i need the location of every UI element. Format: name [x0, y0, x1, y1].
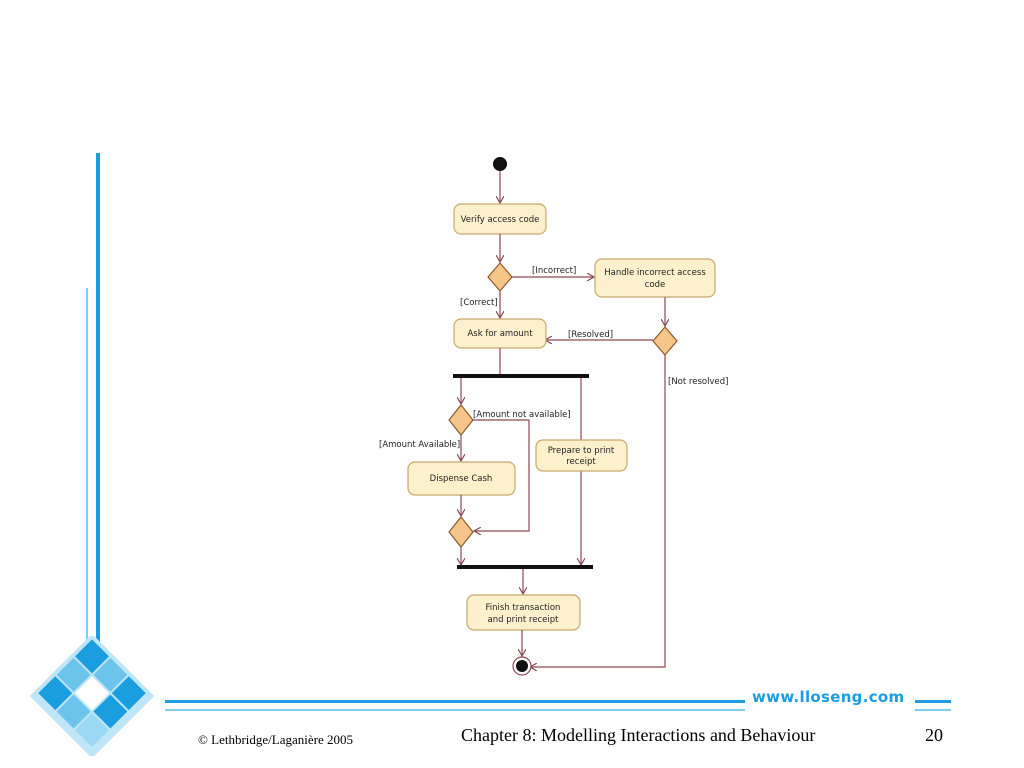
guard-amount-available: [Amount Available] [379, 440, 460, 450]
footer-page-number: 20 [925, 725, 943, 745]
activity-handle-label-line2: code [645, 280, 666, 290]
bottom-accent-thin-line [165, 709, 745, 711]
activity-ask-label: Ask for amount [467, 329, 533, 339]
guard-amount-not-available: [Amount not available] [473, 410, 571, 420]
activity-finish-label-line2: and print receipt [488, 615, 560, 625]
guard-correct: [Correct] [460, 298, 498, 308]
decision-resolved [652, 326, 678, 356]
initial-node [493, 157, 507, 171]
activity-handle-label-line1: Handle incorrect access [604, 268, 706, 278]
final-node [516, 660, 528, 672]
decision-amount [448, 404, 474, 436]
fork-bar [453, 374, 589, 378]
bottom-right-accent-thin-line [915, 709, 951, 711]
left-accent-thin-line [86, 288, 88, 658]
merge-node [448, 516, 474, 548]
footer-chapter-title: Chapter 8: Modelling Interactions and Be… [461, 725, 816, 745]
guard-incorrect: [Incorrect] [532, 266, 576, 276]
guard-resolved: [Resolved] [568, 330, 613, 340]
site-url: www.lloseng.com [752, 688, 905, 706]
activity-prepare-receipt [535, 439, 628, 472]
activity-prepare-label-line2: receipt [566, 457, 596, 467]
activity-prepare-label-line1: Prepare to print [548, 446, 615, 456]
flow-amount-not-available [473, 419, 530, 531]
decision-access-code [487, 262, 513, 292]
activity-dispense-label: Dispense Cash [430, 474, 493, 484]
activity-finish-transaction [466, 594, 581, 631]
left-accent-line [96, 153, 100, 660]
activity-finish-label-line1: Finish transaction [486, 603, 561, 613]
bottom-right-accent-line [915, 700, 951, 703]
join-bar [457, 565, 593, 569]
bottom-accent-line [165, 700, 745, 703]
activity-handle-incorrect [594, 258, 716, 298]
guard-not-resolved: [Not resolved] [668, 377, 728, 387]
corner-tile-decoration [29, 636, 155, 756]
activity-verify-label: Verify access code [461, 215, 540, 225]
flow-not-resolved [530, 355, 666, 667]
footer-copyright: © Lethbridge/Laganière 2005 [198, 732, 353, 747]
